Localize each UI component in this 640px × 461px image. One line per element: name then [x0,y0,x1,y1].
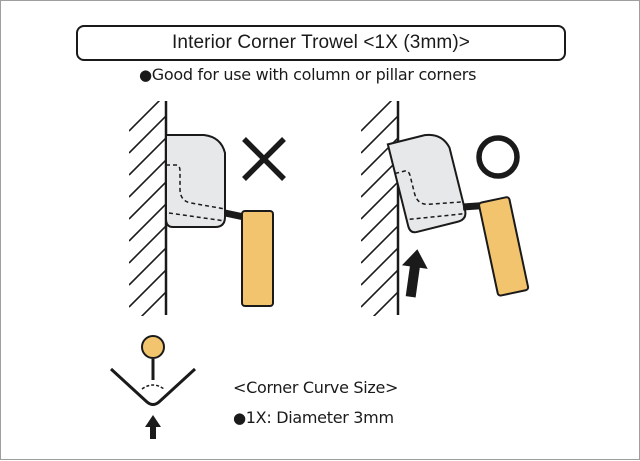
trowel-blade-fold-right [394,170,464,206]
trowel-neck-left [224,209,245,221]
incorrect-usage-illustration [129,101,286,316]
trowel-blade-fold-left [166,164,226,210]
trowel-handle-right [478,196,530,297]
trowel-left [165,134,274,307]
push-arrow-icon [145,415,161,439]
bullet-icon: ● [139,66,152,84]
bullet-icon: ● [233,409,246,427]
subtitle: ●Good for use with column or pillar corn… [139,65,476,84]
page-title-text: Interior Corner Trowel <1X (3mm)> [172,32,470,53]
trowel-handle-left [241,210,274,307]
cross-mark-icon [242,137,286,181]
correct-usage-illustration [361,101,530,316]
trowel-blade-edge-right [409,212,466,221]
wall-hatching-right [361,101,398,316]
corner-curve-spec-text: 1X: Diameter 3mm [245,408,394,427]
diameter-ball [141,335,165,359]
trowel-blade-edge-left [168,212,226,222]
curve-radius-dashed [141,384,165,390]
page-title: Interior Corner Trowel <1X (3mm)> [76,25,566,61]
corner-curve-spec: ●1X: Diameter 3mm [233,408,394,427]
wall-hatching-left [129,101,166,316]
trowel-right [386,133,467,234]
trowel-blade-left [165,134,226,228]
up-arrow-icon [401,249,428,298]
corner-v-shape [109,367,197,406]
circle-mark-icon [476,135,520,179]
corner-curve-heading: <Corner Curve Size> [233,378,399,397]
subtitle-text: Good for use with column or pillar corne… [151,65,477,84]
trowel-blade-right [386,133,467,234]
corner-curve-illustration [109,335,197,439]
